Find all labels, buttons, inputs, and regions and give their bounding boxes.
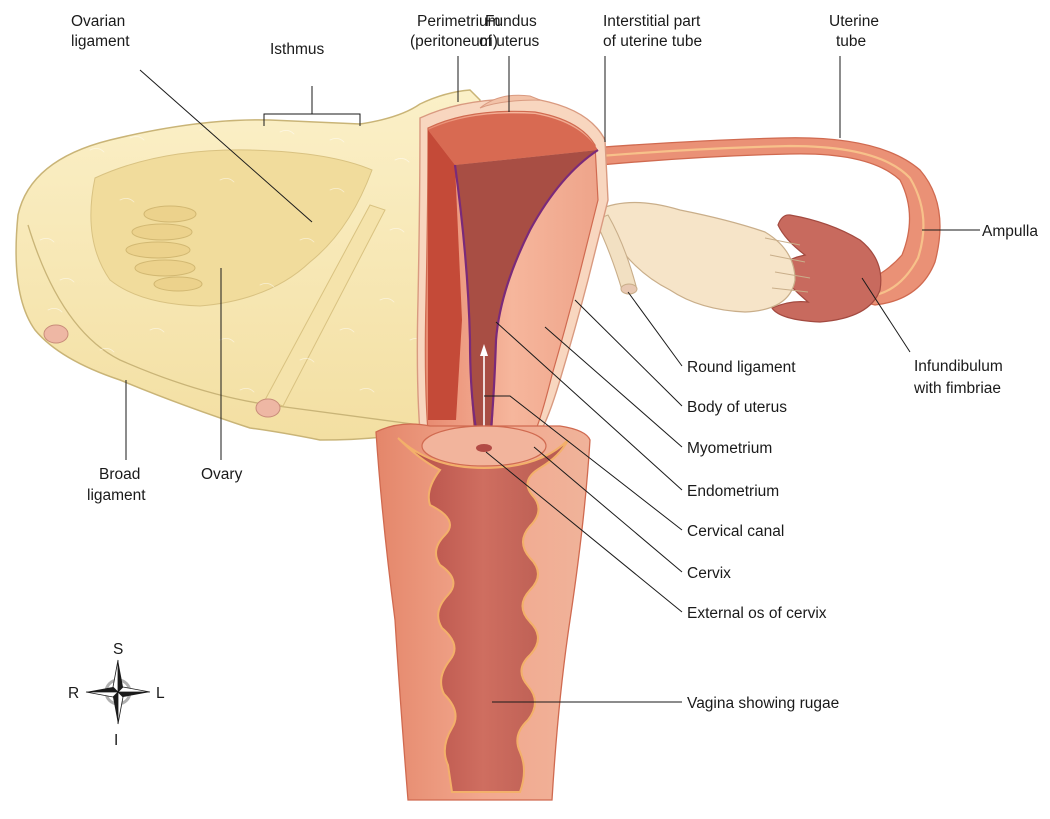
label-vagina: Vagina showing rugae bbox=[687, 695, 839, 712]
leader-body-of-uterus bbox=[575, 300, 682, 406]
label-myometrium: Myometrium bbox=[687, 440, 772, 457]
ovary-right bbox=[598, 203, 810, 313]
label-infundibulum: Infundibulum with fimbriae bbox=[913, 358, 1007, 397]
label-body-of-uterus: Body of uterus bbox=[687, 399, 787, 416]
label-broad-ligament: Broad ligament bbox=[87, 466, 146, 504]
label-ovarian-ligament: Ovarian ligament bbox=[71, 13, 130, 50]
label-external-os: External os of cervix bbox=[687, 605, 827, 622]
compass-label-r: R bbox=[68, 685, 79, 702]
compass-label-i: I bbox=[114, 732, 118, 749]
label-ampulla: Ampulla bbox=[982, 223, 1038, 240]
label-cervix: Cervix bbox=[687, 565, 731, 582]
vagina bbox=[376, 424, 590, 800]
compass-label-l: L bbox=[156, 685, 165, 702]
label-fundus: Fundus of uterus bbox=[479, 13, 541, 50]
compass-label-s: S bbox=[113, 641, 123, 658]
label-interstitial: Interstitial part of uterine tube bbox=[603, 13, 705, 50]
label-ovary: Ovary bbox=[201, 466, 243, 483]
label-uterine-tube: Uterine tube bbox=[829, 13, 883, 50]
leader-round-ligament bbox=[628, 292, 682, 366]
broad-ligament bbox=[16, 90, 480, 440]
label-endometrium: Endometrium bbox=[687, 483, 779, 500]
label-isthmus: Isthmus bbox=[270, 41, 325, 58]
label-round-ligament: Round ligament bbox=[687, 359, 796, 376]
compass-rose-icon: S I R L bbox=[68, 641, 165, 749]
label-cervical-canal: Cervical canal bbox=[687, 523, 784, 540]
